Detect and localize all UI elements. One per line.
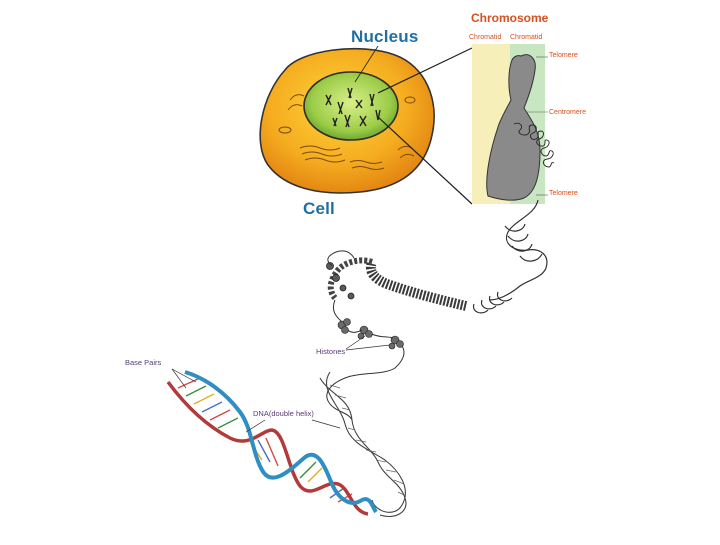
cell [259,45,435,194]
condensed-fiber [327,257,468,311]
dna-double-helix-label: DNA(double helix) [253,409,314,418]
chromatid-left-label: Chromatid [469,34,502,41]
dna-leader-1 [245,419,266,433]
nucleosome-beads [326,250,355,300]
nucleus [303,71,399,141]
base-pairs-label: Base Pairs [125,358,162,367]
organelles [278,94,416,170]
nucleus-label: Nucleus [351,27,419,46]
chromosome-panel [472,44,555,204]
telomere-bottom-label: Telomere [549,190,578,197]
dna-backbone-red [166,380,369,516]
base-pair-rungs [177,377,353,503]
chromatin-coil [513,122,555,168]
chromatid-right-label: Chromatid [510,34,543,41]
zoom-line-top [377,47,473,94]
dna-leader-2 [311,419,341,429]
linker-dna [332,299,405,369]
centromere-label: Centromere [549,109,586,116]
base-pairs-leader-2 [171,368,197,383]
gray-double-helix [319,371,407,517]
chromosome-body [486,54,541,201]
histone-clusters [332,299,405,369]
colored-dna-helix [166,368,378,516]
base-pairs-leader-1 [171,368,187,389]
nucleus-leader [354,45,379,83]
zoom-line-bottom [377,116,473,205]
dna-backbone-blue [184,370,378,514]
histones-leader-1 [345,335,366,350]
chromatin-fiber [472,199,548,314]
chromosome-title: Chromosome [471,11,549,25]
histones-label: Histones [316,347,346,356]
cell-label: Cell [303,199,335,218]
telomere-top-label: Telomere [549,52,578,59]
histones-leader-2 [345,344,391,351]
nucleus-chromosomes [325,87,381,128]
dna-strand-loose [326,367,396,421]
